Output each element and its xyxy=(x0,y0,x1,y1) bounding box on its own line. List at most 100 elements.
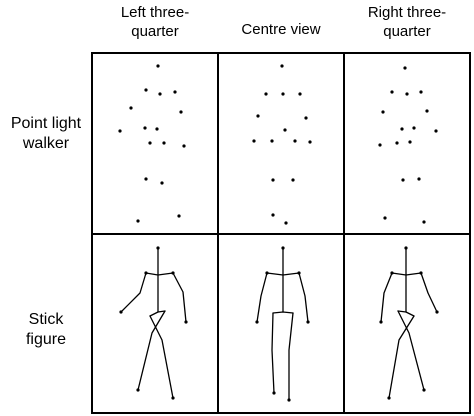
light-point xyxy=(143,126,147,130)
column-header-centre-view: Centre view xyxy=(241,21,321,38)
joint xyxy=(297,271,301,275)
stick-left-leg xyxy=(397,310,425,391)
light-point xyxy=(408,140,412,144)
light-point xyxy=(400,127,404,131)
joint xyxy=(306,320,310,324)
stick-pelvis xyxy=(397,310,415,317)
row-label-stick-figure: Stick figure xyxy=(25,311,67,348)
stick-shoulders xyxy=(266,272,300,276)
light-point xyxy=(144,177,148,181)
joint xyxy=(255,320,259,324)
light-point xyxy=(264,92,268,96)
stick-left-arm xyxy=(120,272,147,313)
light-point xyxy=(162,141,166,145)
stick-left-leg xyxy=(271,312,275,394)
stick-pelvis xyxy=(149,310,166,317)
stick-left-arm xyxy=(256,272,268,323)
light-point xyxy=(160,181,164,185)
grid-lines xyxy=(91,52,471,414)
stick-left-leg xyxy=(149,315,174,399)
light-point xyxy=(308,140,312,144)
light-point xyxy=(252,139,256,143)
light-point xyxy=(271,213,275,217)
light-point xyxy=(390,90,394,94)
joint xyxy=(387,396,391,400)
joint xyxy=(272,391,276,395)
point-light-walker-centre xyxy=(252,64,312,225)
stick-right-arm xyxy=(172,272,187,323)
stick-figure-right-joints xyxy=(379,246,439,400)
joint xyxy=(156,246,160,250)
joint xyxy=(435,310,439,314)
stick-right-arm xyxy=(420,272,438,313)
stick-shoulders xyxy=(391,272,422,276)
light-point xyxy=(156,64,160,68)
light-point xyxy=(293,139,297,143)
light-point xyxy=(177,214,181,218)
light-point xyxy=(271,178,275,182)
light-point xyxy=(405,92,409,96)
point-light-walker-left xyxy=(118,64,186,223)
stick-figure-left xyxy=(120,247,187,399)
stick-right-arm xyxy=(298,272,309,323)
stick-left-arm xyxy=(380,272,393,323)
light-point xyxy=(291,178,295,182)
light-point xyxy=(256,114,260,118)
stick-figure-centre-joints xyxy=(255,246,310,402)
stick-right-leg xyxy=(137,310,166,391)
row-label-point-light-walker: Point light walker xyxy=(10,115,82,152)
joint xyxy=(171,271,175,275)
stick-shoulders xyxy=(145,272,174,276)
joint xyxy=(136,388,140,392)
column-header-left-three-quarter: Left three- quarter xyxy=(120,4,190,40)
joint xyxy=(390,271,394,275)
light-point xyxy=(155,127,159,131)
joint xyxy=(281,246,285,250)
light-point xyxy=(417,177,421,181)
stick-figure-left-joints xyxy=(119,246,188,400)
light-point xyxy=(419,90,423,94)
joint xyxy=(379,320,383,324)
light-point xyxy=(118,129,122,133)
light-point xyxy=(136,219,140,223)
light-point xyxy=(158,92,162,96)
joint xyxy=(119,310,123,314)
point-light-walker-right xyxy=(378,66,438,224)
column-header-right-three-quarter: Right three- quarter xyxy=(367,4,447,40)
light-point xyxy=(425,109,429,113)
joint xyxy=(404,246,408,250)
light-point xyxy=(298,92,302,96)
joint xyxy=(144,271,148,275)
light-point xyxy=(148,141,152,145)
light-point xyxy=(434,129,438,133)
light-point xyxy=(284,221,288,225)
light-point xyxy=(129,106,133,110)
stick-right-leg xyxy=(288,312,294,401)
stick-right-leg xyxy=(388,315,415,399)
light-point xyxy=(403,66,407,70)
joint xyxy=(184,320,188,324)
light-point xyxy=(280,64,284,68)
light-point xyxy=(281,92,285,96)
stick-figure-centre xyxy=(256,247,309,401)
light-point xyxy=(412,126,416,130)
joint xyxy=(287,398,291,402)
light-point xyxy=(395,141,399,145)
light-point xyxy=(304,116,308,120)
light-point xyxy=(422,220,426,224)
joint xyxy=(265,271,269,275)
stick-figure-right xyxy=(380,247,438,399)
light-point xyxy=(173,90,177,94)
light-point xyxy=(270,139,274,143)
light-point xyxy=(179,110,183,114)
light-point xyxy=(401,178,405,182)
light-point xyxy=(182,144,186,148)
joint xyxy=(171,396,175,400)
stick-pelvis xyxy=(272,311,294,314)
light-point xyxy=(381,110,385,114)
joint xyxy=(419,271,423,275)
light-point xyxy=(144,88,148,92)
joint xyxy=(422,388,426,392)
